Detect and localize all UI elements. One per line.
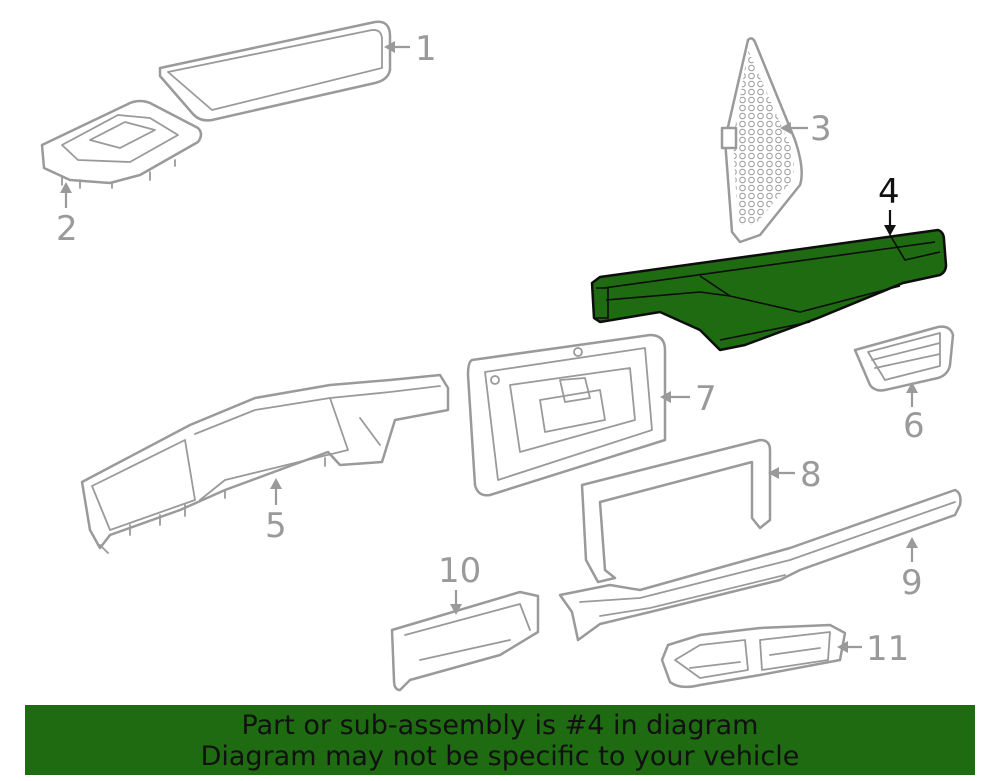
- svg-text:8: 8: [800, 455, 822, 495]
- svg-text:3: 3: [810, 109, 832, 149]
- part-7-mounting-bracket: [466, 333, 667, 497]
- info-banner: Part or sub-assembly is #4 in diagram Di…: [25, 705, 975, 775]
- part-2-bezel: [40, 99, 203, 189]
- callout-11: 11: [837, 629, 909, 669]
- svg-text:9: 9: [901, 563, 923, 603]
- part-5-instrument-bezel: [80, 373, 450, 554]
- callout-3: 3: [780, 109, 832, 149]
- part-11-dual-air-vent: [660, 623, 847, 689]
- callout-5: 5: [265, 478, 287, 546]
- part-1-display-panel: [158, 20, 392, 122]
- svg-text:10: 10: [438, 551, 481, 591]
- callout-1: 1: [384, 29, 437, 69]
- banner-line-1: Part or sub-assembly is #4 in diagram: [241, 710, 759, 741]
- svg-text:11: 11: [866, 629, 909, 669]
- callout-9: 9: [901, 537, 923, 603]
- part-10-side-trim: [390, 590, 540, 692]
- parts-diagram: 1 2 3 4 5 6 7 8 9 10: [40, 20, 962, 692]
- part-4-console-panel: [590, 228, 948, 352]
- banner-line-2: Diagram may not be specific to your vehi…: [200, 741, 800, 772]
- svg-text:2: 2: [56, 209, 78, 249]
- part-6-air-vent: [853, 325, 955, 392]
- svg-text:7: 7: [695, 379, 717, 419]
- part-3-speaker-grille: [720, 37, 803, 244]
- svg-text:5: 5: [265, 506, 287, 546]
- svg-text:1: 1: [415, 29, 437, 69]
- callout-10: 10: [438, 551, 481, 615]
- callout-8: 8: [768, 455, 822, 495]
- callout-7: 7: [660, 379, 717, 419]
- part-9-lower-trim: [558, 488, 962, 642]
- part-8-trim-frame: [580, 438, 772, 584]
- callout-4: 4: [878, 172, 900, 236]
- callout-6: 6: [903, 382, 925, 446]
- svg-text:6: 6: [903, 406, 925, 446]
- svg-text:4: 4: [878, 172, 900, 212]
- callout-2: 2: [56, 182, 78, 249]
